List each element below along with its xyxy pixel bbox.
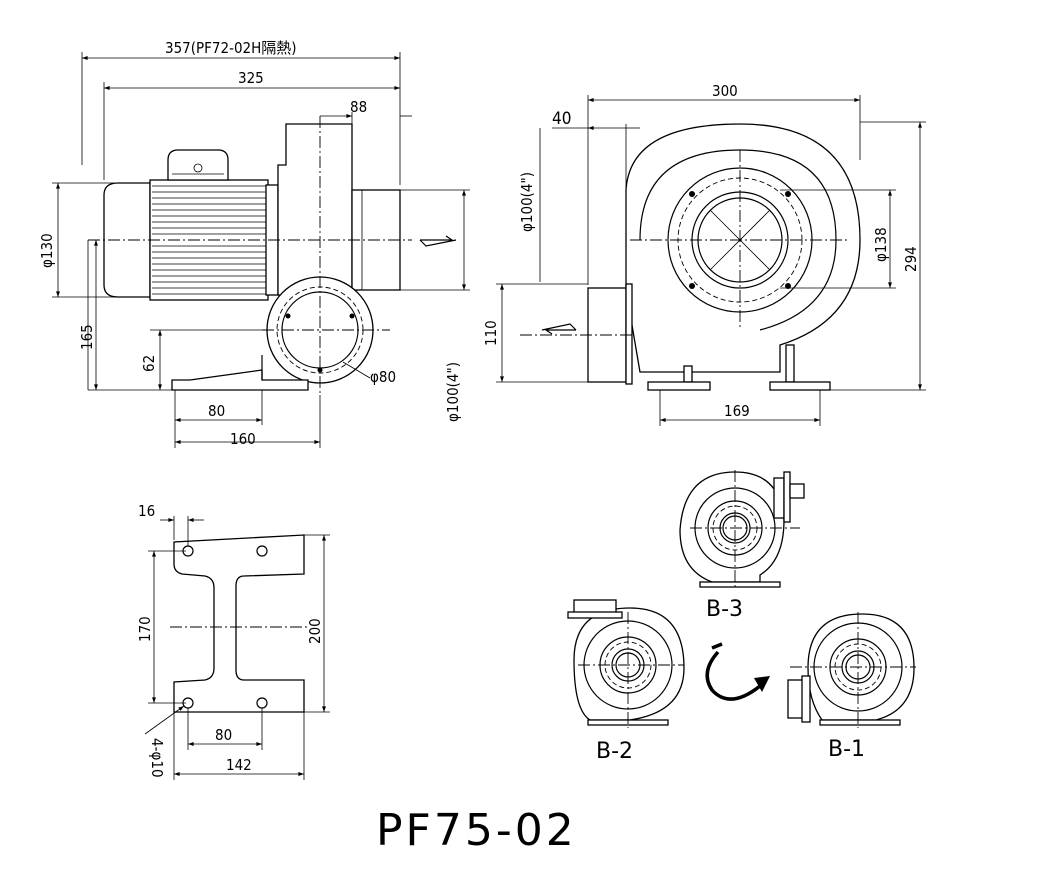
dim-hole-spacing-h: 80 bbox=[215, 726, 232, 744]
dim-inlet-diameter: φ100(4") bbox=[518, 172, 536, 232]
dim-center-height: 165 bbox=[78, 324, 96, 350]
orientation-b1 bbox=[787, 612, 916, 728]
dim-holes: 4-φ10 bbox=[148, 738, 166, 778]
label-b1: B-1 bbox=[828, 737, 865, 762]
dim-overall-insulated: 357(PF72-02H隔熱) bbox=[165, 39, 297, 57]
model-title: PF75-02 bbox=[376, 805, 577, 856]
side-view-dims: 357(PF72-02H隔熱) 325 88 φ130 165 62 80 16… bbox=[38, 39, 462, 448]
dim-width: 300 bbox=[712, 82, 738, 100]
dim-base-length: 160 bbox=[230, 430, 256, 448]
dim-motor-diameter: φ130 bbox=[38, 233, 56, 268]
dim-bolt-circle: φ80 bbox=[370, 368, 396, 386]
dim-hole-spacing-v: 170 bbox=[136, 616, 154, 642]
dim-outlet-depth: 88 bbox=[350, 98, 367, 116]
dim-bolt-circle-front: φ138 bbox=[872, 227, 890, 262]
dim-base-hole-spacing: 80 bbox=[208, 402, 225, 420]
side-view bbox=[52, 52, 470, 448]
front-view bbox=[496, 95, 926, 426]
dim-lip: 16 bbox=[138, 502, 155, 520]
orientation-b2 bbox=[567, 599, 685, 728]
dim-base-height: 62 bbox=[140, 355, 158, 372]
dim-outlet-diameter: φ100(4") bbox=[444, 362, 462, 422]
dim-plate-width: 142 bbox=[226, 756, 252, 774]
front-view-dims: 300 40 φ100(4") φ138 294 110 169 bbox=[482, 82, 920, 420]
dim-height: 294 bbox=[902, 246, 920, 272]
dim-base-height-plate: 200 bbox=[306, 618, 324, 644]
dim-flange: 40 bbox=[552, 109, 571, 129]
base-view-dims: 16 170 200 80 142 4-φ10 bbox=[136, 502, 324, 778]
orientation-labels: B-3 B-2 B-1 bbox=[596, 597, 865, 764]
base-view bbox=[144, 516, 330, 780]
dim-overall: 325 bbox=[238, 69, 264, 87]
dim-outlet-height: 110 bbox=[482, 320, 500, 346]
rotation-arrow-icon bbox=[705, 642, 770, 701]
dim-base-width: 169 bbox=[724, 402, 750, 420]
label-b2: B-2 bbox=[596, 739, 633, 764]
orientation-b3 bbox=[679, 470, 805, 590]
label-b3: B-3 bbox=[706, 597, 743, 622]
